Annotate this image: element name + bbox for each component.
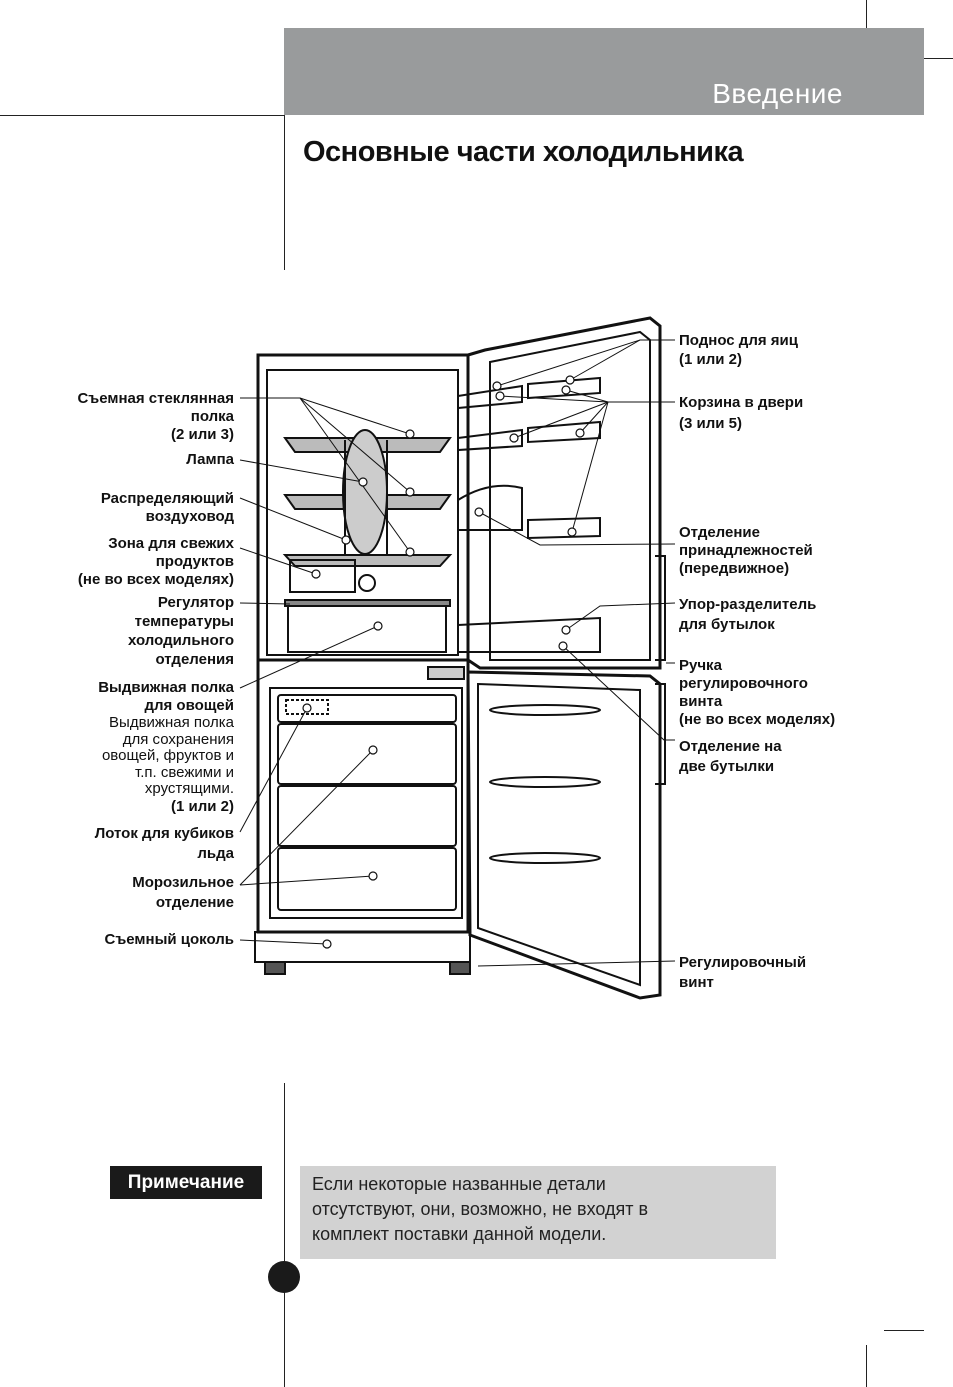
note-text: Если некоторые названные детали отсутств… [312,1172,772,1247]
page-marker-dot [268,1261,300,1293]
label-temp-regulator: Регулятор температуры холодильного отдел… [128,593,234,669]
label-text: Регулировочный винт [679,954,806,991]
label-text: Съемная стеклянная полка (2 или 3) [77,390,234,443]
label-text: Регулятор температуры холодильного отдел… [128,594,234,668]
label-fresh-zone: Зона для свежих продуктов (не во всех мо… [78,535,234,589]
label-air-duct: Распределяющий воздуховод [101,490,234,526]
label-lamp: Лампа [186,451,234,469]
label-text: Корзина в двери (3 или 5) [679,394,803,432]
label-text: Поднос для яиц (1 или 2) [679,332,798,368]
label-door-basket: Корзина в двери (3 или 5) [679,392,803,434]
label-text: Ручка регулировочного винта (не во всех … [679,657,835,728]
label-tail: (1 или 2) [171,798,234,815]
label-vegetable-drawer: Выдвижная полка для овощей Выдвижная пол… [98,679,234,816]
label-freezer: Морозильное отделение [132,873,234,913]
label-accessory-compartment: Отделение принадлежностей (передвижное) [679,524,813,578]
label-text: Морозильное отделение [132,874,234,911]
label-egg-tray: Поднос для яиц (1 или 2) [679,331,798,369]
label-subtext: Выдвижная полка для сохранения овощей, ф… [98,715,234,798]
label-adjusting-screw: Регулировочный винт [679,953,806,993]
label-base: Съемный цоколь [105,931,235,949]
label-ice-tray: Лоток для кубиков льда [95,824,234,864]
label-text: Съемный цоколь [105,931,235,948]
label-text: Отделение принадлежностей (передвижное) [679,524,813,577]
label-screw-handle: Ручка регулировочного винта (не во всех … [679,657,835,729]
label-text: Распределяющий воздуховод [101,490,234,525]
label-two-bottle: Отделение на две бутылки [679,737,782,777]
label-text: Зона для свежих продуктов (не во всех мо… [78,535,234,588]
label-glass-shelf: Съемная стеклянная полка (2 или 3) [77,390,234,444]
label-text: Лампа [186,451,234,468]
label-text: Упор-разделитель для бутылок [679,596,816,633]
note-tag: Примечание [110,1166,262,1199]
label-text: Выдвижная полка для овощей [98,679,234,714]
label-bottle-divider: Упор-разделитель для бутылок [679,595,816,635]
label-text: Лоток для кубиков льда [95,825,234,862]
label-text: Отделение на две бутылки [679,738,782,775]
